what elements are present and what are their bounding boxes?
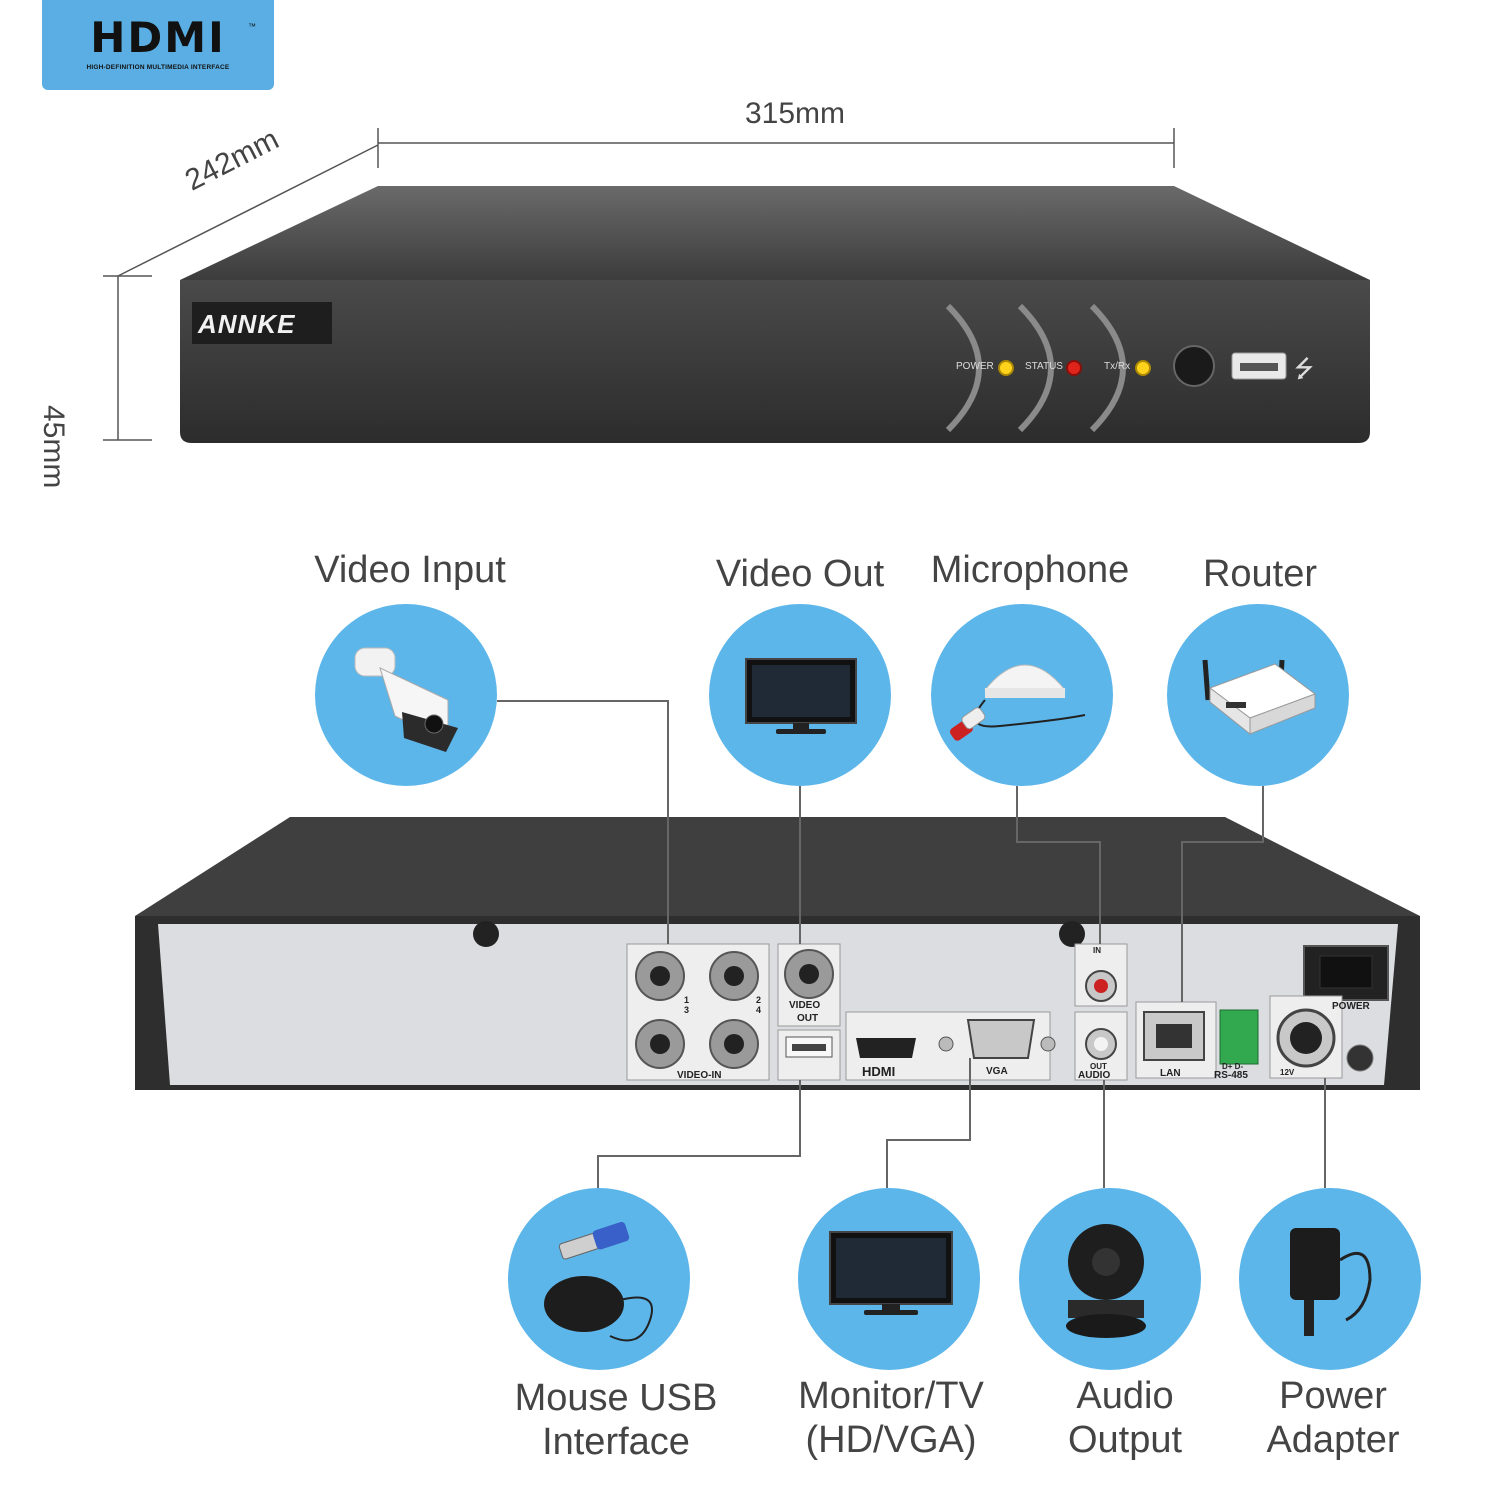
hdmi-badge: HDMI ™ HIGH-DEFINITION MULTIMEDIA INTERF… xyxy=(42,0,274,90)
led-label-status: STATUS xyxy=(1025,361,1063,372)
hdmi-port-label: HDMI xyxy=(862,1064,896,1079)
label-mouse-line1: Mouse USB xyxy=(514,1377,718,1419)
monitor-icon-top xyxy=(745,658,857,734)
brand-logo: ANNKE xyxy=(198,309,296,339)
label-power-adapter: Power Adapter xyxy=(1238,1374,1428,1462)
usb-icon: ⭍ xyxy=(1294,356,1314,383)
video-in-label: VIDEO-IN xyxy=(677,1070,722,1081)
dvr-front-face xyxy=(180,280,1370,443)
label-audio-line2: Output xyxy=(1067,1419,1183,1461)
rear-connection-diagram xyxy=(135,647,1420,1342)
camera-icon xyxy=(354,647,458,752)
label-monitor-line2: (HD/VGA) xyxy=(805,1419,977,1461)
label-mouse-usb: Mouse USB Interface xyxy=(490,1376,742,1464)
front-decor-arcs xyxy=(945,303,1126,433)
monitor-icon-bottom xyxy=(829,1231,953,1315)
brand-plate xyxy=(192,302,332,344)
power-switch-label: POWER xyxy=(1332,1001,1370,1012)
connector-lines xyxy=(497,700,1326,1188)
screw-left xyxy=(473,921,499,947)
led-label-txrx: Tx/Rx xyxy=(1104,361,1131,372)
led-label-power: POWER xyxy=(956,361,994,372)
audio-out-label: OUT xyxy=(1090,1062,1107,1071)
label-monitor: Monitor/TV (HD/VGA) xyxy=(776,1374,1006,1462)
rs485-label: RS-485 xyxy=(1214,1070,1248,1081)
microphone-icon xyxy=(949,664,1086,741)
label-router: Router xyxy=(1202,553,1318,595)
audio-label: AUDIO xyxy=(1078,1070,1111,1081)
ir-receiver xyxy=(1173,345,1215,387)
dc-label: 12V xyxy=(1280,1068,1295,1077)
power-led xyxy=(998,360,1014,376)
label-audio-line1: Audio xyxy=(1076,1375,1174,1417)
vga-port-label: VGA xyxy=(986,1066,1008,1077)
video-out-label-2: OUT xyxy=(797,1013,819,1024)
txrx-led xyxy=(1135,360,1151,376)
dvr-top-surface xyxy=(180,186,1370,280)
lan-port-label: LAN xyxy=(1160,1068,1181,1079)
video-out-label-1: VIDEO xyxy=(789,1000,821,1011)
screw-right xyxy=(1059,921,1085,947)
router-icon xyxy=(1202,659,1317,736)
label-audio-output: Audio Output xyxy=(1030,1374,1220,1462)
label-power-line1: Power xyxy=(1279,1375,1387,1417)
hdmi-trademark: ™ xyxy=(248,22,256,31)
label-microphone: Microphone xyxy=(930,549,1130,591)
rs485-terminal[interactable] xyxy=(1219,1009,1259,1065)
hdmi-subtitle: HIGH-DEFINITION MULTIMEDIA INTERFACE xyxy=(86,64,230,71)
label-mouse-line2: Interface xyxy=(542,1421,690,1463)
rs485-top-label: D+ D- xyxy=(1222,1062,1244,1071)
channel-label-1-3: 1 3 xyxy=(684,995,690,1015)
ground-screw xyxy=(1346,1044,1374,1072)
dimension-height: 45mm xyxy=(37,405,70,489)
dimension-width: 315mm xyxy=(745,97,846,130)
label-power-line2: Adapter xyxy=(1266,1419,1400,1461)
vga-port[interactable] xyxy=(966,1019,1036,1059)
mouse-icon xyxy=(544,1221,653,1342)
audio-in-label: IN xyxy=(1093,946,1101,955)
status-led xyxy=(1066,360,1082,376)
dvr-rear-top xyxy=(135,817,1420,916)
lan-port[interactable] xyxy=(1143,1011,1205,1061)
label-video-input: Video Input xyxy=(314,549,506,591)
hdmi-port[interactable] xyxy=(856,1038,916,1058)
dimension-lines xyxy=(103,128,1175,441)
front-view-diagram xyxy=(103,128,1370,443)
label-video-out: Video Out xyxy=(715,553,885,595)
channel-label-2-4: 2 4 xyxy=(756,995,762,1015)
speaker-icon xyxy=(1066,1224,1146,1338)
hdmi-logo: HDMI xyxy=(90,13,226,62)
label-monitor-line1: Monitor/TV xyxy=(798,1375,984,1417)
power-adapter-icon xyxy=(1290,1228,1372,1336)
